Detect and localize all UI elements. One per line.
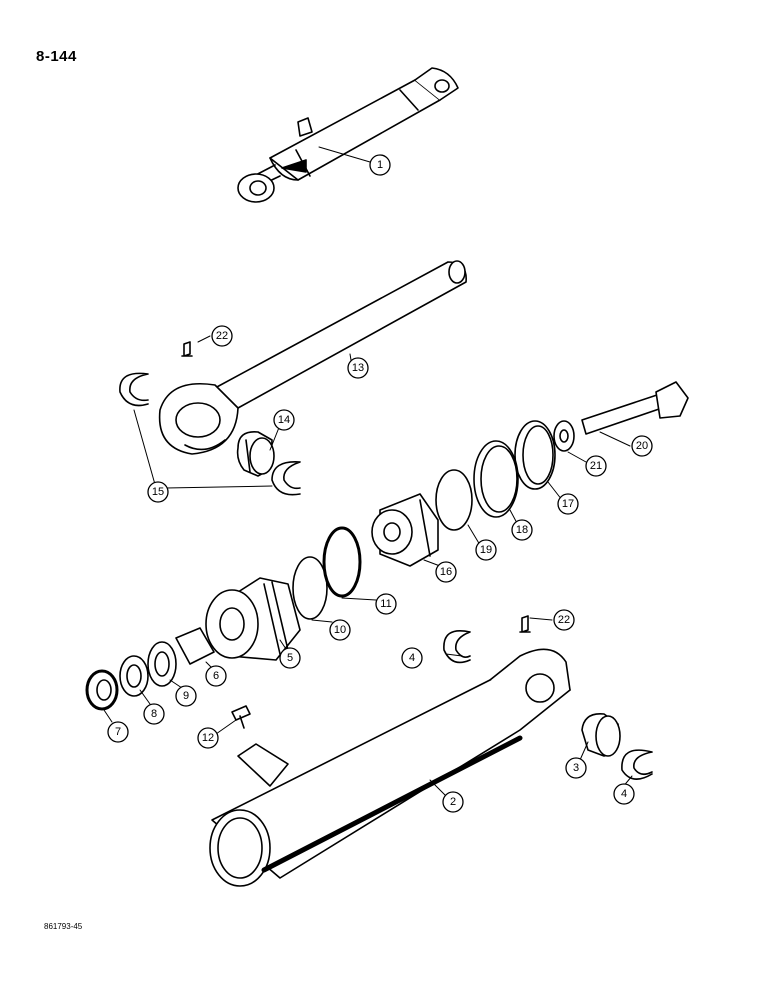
piston-drawing: [371, 493, 439, 567]
callout-17: 17: [557, 493, 579, 515]
callout-12: 12: [197, 727, 219, 749]
callout-20: 20: [631, 435, 653, 457]
svg-text:22: 22: [216, 330, 228, 342]
svg-text:4: 4: [409, 652, 415, 664]
cylinder-barrel-drawing: [209, 648, 571, 887]
snap-ring-upper-right: [271, 461, 301, 496]
svg-text:12: 12: [202, 732, 214, 744]
svg-text:2: 2: [450, 796, 456, 808]
snap-ring-lower-right: [621, 749, 653, 780]
svg-text:15: 15: [152, 486, 164, 498]
washer-drawing: [553, 420, 575, 452]
svg-text:9: 9: [183, 690, 189, 702]
callout-3: 3: [565, 757, 587, 779]
svg-text:11: 11: [380, 598, 391, 610]
callout-19: 19: [475, 539, 497, 561]
page-number: 8-144: [36, 48, 77, 65]
callout-4-lower: 4: [613, 783, 635, 805]
svg-text:5: 5: [287, 652, 293, 664]
svg-text:8: 8: [151, 708, 157, 720]
cylinder-assembly-drawing: [237, 67, 459, 203]
callout-13: 13: [347, 357, 369, 379]
callout-15: 15: [147, 481, 169, 503]
piston-seal: [473, 440, 519, 518]
bushing-sleeve: [175, 627, 215, 665]
backup-ring: [435, 469, 473, 531]
rod-seal: [119, 655, 149, 697]
wear-ring: [514, 420, 556, 490]
svg-text:10: 10: [334, 624, 346, 636]
callout-10: 10: [329, 619, 351, 641]
svg-text:14: 14: [278, 414, 290, 426]
svg-text:18: 18: [516, 524, 528, 536]
svg-text:17: 17: [562, 498, 574, 510]
piston-rod-drawing: [158, 260, 467, 455]
callout-11: 11: [375, 593, 397, 615]
callout-1: 1: [369, 154, 391, 176]
grease-fitting-upper: [181, 341, 193, 357]
svg-text:16: 16: [440, 566, 452, 578]
figure-code: 861793-45: [44, 922, 83, 931]
o-ring-large: [322, 526, 362, 598]
svg-text:20: 20: [636, 440, 648, 452]
callout-16: 16: [435, 561, 457, 583]
callout-5: 5: [279, 647, 301, 669]
svg-text:3: 3: [573, 762, 579, 774]
bushing-lower: [581, 713, 621, 757]
o-ring-small: [292, 556, 328, 620]
callout-22-lower: 22: [553, 609, 575, 631]
svg-text:13: 13: [352, 362, 364, 374]
grease-fitting-lower: [519, 615, 531, 633]
svg-text:4: 4: [621, 788, 627, 800]
bolt-drawing: [581, 381, 689, 435]
callout-2: 2: [442, 791, 464, 813]
callout-6: 6: [205, 665, 227, 687]
cylinder-head-drawing: [205, 577, 301, 661]
svg-text:1: 1: [377, 159, 383, 171]
svg-text:19: 19: [480, 544, 492, 556]
wiper-ring: [147, 641, 177, 687]
rod-wiper: [85, 669, 119, 711]
svg-text:22: 22: [558, 614, 570, 626]
callout-7: 7: [107, 721, 129, 743]
svg-text:7: 7: [115, 726, 121, 738]
callout-21: 21: [585, 455, 607, 477]
callout-8: 8: [143, 703, 165, 725]
svg-text:6: 6: [213, 670, 219, 682]
callout-4-upper: 4: [401, 647, 423, 669]
screw-drawing: [231, 705, 251, 729]
snap-ring-lower-left: [443, 630, 471, 664]
callout-9: 9: [175, 685, 197, 707]
callout-18: 18: [511, 519, 533, 541]
svg-text:21: 21: [590, 460, 602, 472]
snap-ring-upper-left: [119, 372, 149, 407]
callout-22-upper: 22: [211, 325, 233, 347]
bushing-upper: [236, 431, 275, 477]
callout-14: 14: [273, 409, 295, 431]
